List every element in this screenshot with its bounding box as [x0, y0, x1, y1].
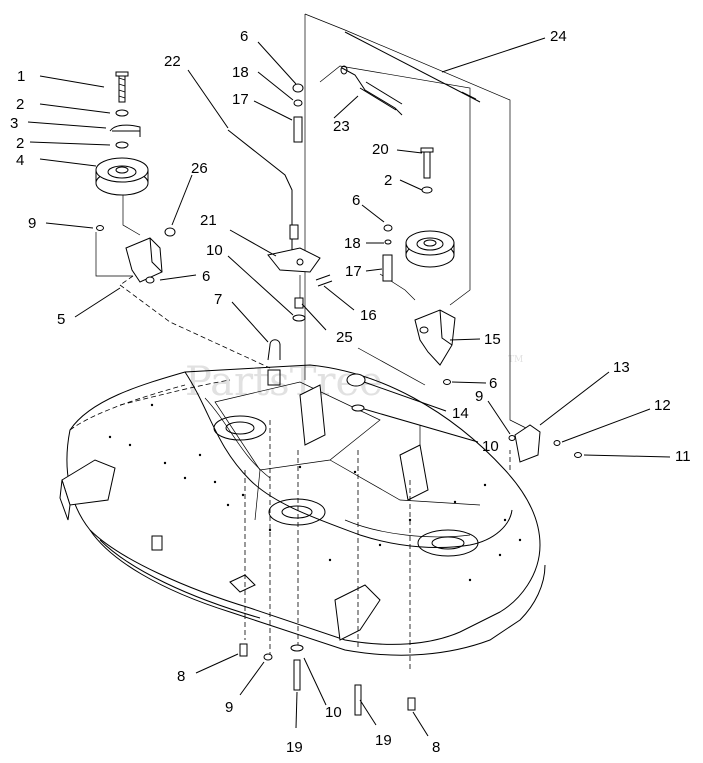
- callout-8-left: 8: [177, 668, 185, 685]
- tension-spring-23: [340, 65, 403, 116]
- callout-1: 1: [17, 68, 25, 85]
- callout-26: 26: [191, 160, 208, 177]
- callout-18-right: 18: [344, 235, 361, 252]
- callout-6-lower: 6: [489, 375, 497, 392]
- callout-15: 15: [484, 331, 501, 348]
- callout-22: 22: [164, 53, 181, 70]
- callout-7: 7: [214, 291, 222, 308]
- callout-19-left: 19: [286, 739, 303, 756]
- callout-2-upper: 2: [16, 96, 24, 113]
- callout-6-right: 6: [352, 192, 360, 209]
- idler-bracket-right: [414, 309, 456, 385]
- assembly-guide-lines: [95, 13, 531, 670]
- callout-12: 12: [654, 397, 671, 414]
- center-pivot-assembly: [227, 83, 333, 386]
- rod-24: [344, 31, 481, 103]
- callout-14: 14: [452, 405, 469, 422]
- callout-19-right: 19: [375, 732, 392, 749]
- callout-18-top: 18: [232, 64, 249, 81]
- callout-17-top: 17: [232, 91, 249, 108]
- callout-6-top: 6: [240, 28, 248, 45]
- callout-23: 23: [333, 118, 350, 135]
- callout-9-bottom: 9: [225, 699, 233, 716]
- pulley-left-assembly: [95, 71, 149, 196]
- pulley-right-assembly: [382, 147, 455, 282]
- callout-17-right: 17: [345, 263, 362, 280]
- callout-6-left: 6: [202, 268, 210, 285]
- bottom-hardware: [239, 643, 416, 716]
- callout-labels: 1 2 3 2 4 26 9 6 5 22 6 18 17 21 10 7 25…: [10, 28, 691, 756]
- rear-bracket-13: [508, 424, 582, 463]
- callout-25: 25: [336, 329, 353, 346]
- mower-deck-housing: [59, 364, 546, 656]
- callout-24: 24: [550, 28, 567, 45]
- callout-5: 5: [57, 311, 65, 328]
- idler-bracket-left: [96, 225, 176, 284]
- callout-4: 4: [16, 152, 24, 169]
- callout-13: 13: [613, 359, 630, 376]
- watermark-trademark: TM: [508, 355, 523, 365]
- callout-3: 3: [10, 115, 18, 132]
- callout-10-upper: 10: [206, 242, 223, 259]
- callout-9-left: 9: [28, 215, 36, 232]
- callout-10-right: 10: [482, 438, 499, 455]
- callout-leaders: [27, 37, 671, 737]
- callout-2-right: 2: [384, 172, 392, 189]
- callout-21: 21: [200, 212, 217, 229]
- callout-2-lower: 2: [16, 135, 24, 152]
- callout-8-right: 8: [432, 739, 440, 756]
- idler-arm-14: [346, 373, 366, 412]
- callout-11: 11: [675, 448, 691, 465]
- callout-16: 16: [360, 307, 377, 324]
- callout-20: 20: [372, 141, 389, 158]
- callout-9-right: 9: [475, 388, 483, 405]
- callout-10-bottom: 10: [325, 704, 342, 721]
